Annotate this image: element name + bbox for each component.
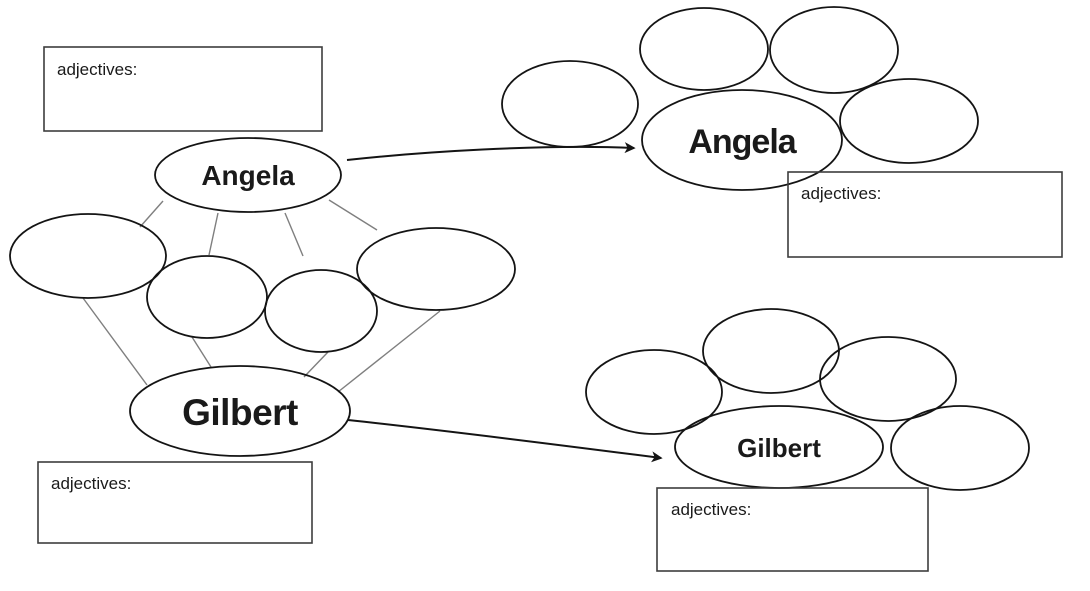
empty-bubble[interactable] — [501, 60, 639, 148]
adjectives-label-left-top: adjectives: — [57, 60, 137, 79]
bubble-angela-right — [641, 89, 843, 191]
connector-line — [82, 297, 148, 386]
empty-bubble[interactable] — [702, 308, 840, 394]
empty-bubble[interactable] — [890, 405, 1030, 491]
empty-bubble[interactable] — [146, 255, 268, 339]
gilbert-right-label: Gilbert — [737, 433, 821, 463]
adjectives-label-right-top: adjectives: — [801, 184, 881, 203]
angela-right-label: Angela — [688, 123, 797, 161]
angela-left-label: Angela — [201, 160, 295, 191]
empty-bubble[interactable] — [819, 336, 957, 422]
connector-line — [303, 351, 329, 378]
empty-bubble[interactable] — [585, 349, 723, 435]
empty-bubble[interactable] — [264, 269, 378, 353]
connector-line — [139, 200, 164, 228]
empty-bubble[interactable] — [9, 213, 167, 299]
connector-line — [208, 212, 219, 256]
adjectives-label-left-bottom: adjectives: — [51, 474, 131, 493]
connector-line — [284, 212, 304, 257]
bubble-angela-left — [154, 137, 342, 213]
arrow-gilbert-to-web — [347, 419, 663, 463]
adjectives-box-left-top[interactable] — [43, 46, 323, 132]
empty-bubble[interactable] — [839, 78, 979, 164]
adjectives-box-right-top[interactable] — [787, 171, 1063, 258]
empty-bubble[interactable] — [769, 6, 899, 94]
adjectives-box-right-bottom[interactable] — [656, 487, 929, 572]
connector-line — [191, 336, 212, 368]
empty-bubble[interactable] — [356, 227, 516, 311]
connector-line — [328, 199, 378, 231]
arrow-angela-to-web — [346, 142, 636, 161]
bubble-gilbert-left — [129, 365, 351, 457]
adjectives-box-left-bottom[interactable] — [37, 461, 313, 544]
empty-bubble[interactable] — [639, 7, 769, 91]
connector-line — [337, 310, 441, 393]
adjectives-label-right-bottom: adjectives: — [671, 500, 751, 519]
gilbert-left-label: Gilbert — [182, 392, 298, 433]
